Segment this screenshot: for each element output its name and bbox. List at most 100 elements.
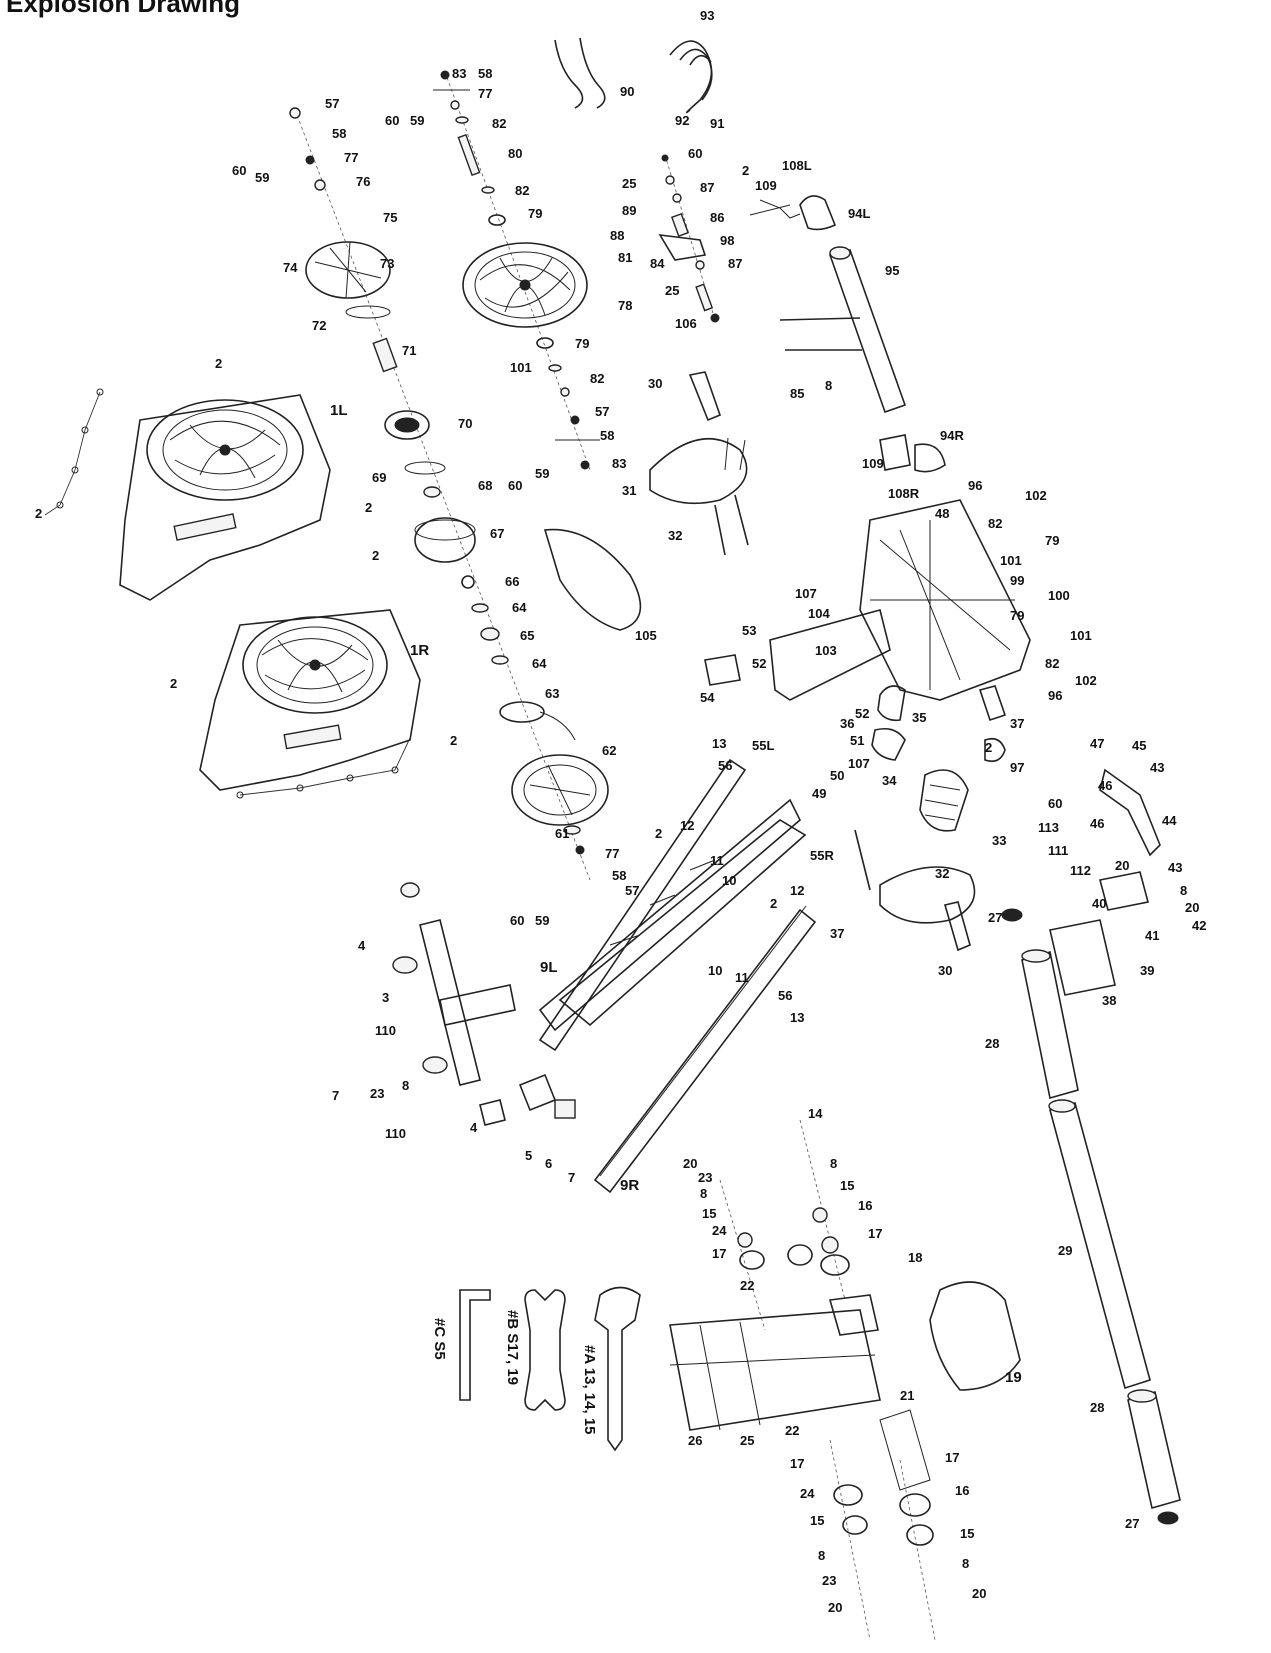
label-15: 15 [810, 1513, 824, 1528]
label-92: 92 [675, 113, 689, 128]
handle-post-95 [759, 195, 907, 414]
label-16: 16 [858, 1198, 872, 1213]
label-3: 3 [382, 990, 389, 1005]
label-78: 78 [618, 298, 632, 313]
label-43: 43 [1150, 760, 1164, 775]
label-70: 70 [458, 416, 472, 431]
label-37: 37 [830, 926, 844, 941]
label-68: 68 [478, 478, 492, 493]
label-4: 4 [358, 938, 366, 953]
label-77: 77 [605, 846, 619, 861]
label-79: 79 [528, 206, 542, 221]
front-stabilizer [392, 882, 576, 1126]
label-101: 101 [510, 360, 532, 375]
label-79: 79 [1045, 533, 1059, 548]
label-59: 59 [410, 113, 424, 128]
label-24: 24 [800, 1486, 815, 1501]
label-89: 89 [622, 203, 636, 218]
label-64: 64 [512, 600, 527, 615]
label-42: 42 [1192, 918, 1206, 933]
label-75: 75 [383, 210, 397, 225]
label-8: 8 [700, 1186, 707, 1201]
label-81: 81 [618, 250, 632, 265]
label-99: 99 [1010, 573, 1024, 588]
main-frame [538, 499, 1031, 1032]
label-32: 32 [935, 866, 949, 881]
label-102: 102 [1075, 673, 1097, 688]
label-8: 8 [830, 1156, 837, 1171]
label-50: 50 [830, 768, 844, 783]
label-57: 57 [625, 883, 639, 898]
label-59: 59 [535, 913, 549, 928]
label-31: 31 [622, 483, 636, 498]
label-9R: 9R [620, 1177, 639, 1194]
label-23: 23 [822, 1573, 836, 1588]
label-21: 21 [900, 1388, 914, 1403]
label-6: 6 [545, 1156, 552, 1171]
label-29: 29 [1058, 1243, 1072, 1258]
label-34: 34 [882, 773, 897, 788]
label-80: 80 [508, 146, 522, 161]
label-49: 49 [812, 786, 826, 801]
drawing-caption: Explosion Drawing [6, 0, 241, 18]
label-17: 17 [868, 1226, 882, 1241]
label-109: 109 [755, 178, 777, 193]
label-2: 2 [770, 896, 777, 911]
label-83: 83 [612, 456, 626, 471]
label-110: 110 [385, 1126, 406, 1141]
label-77: 77 [478, 86, 492, 101]
label-67: 67 [490, 526, 504, 541]
label-28: 28 [985, 1036, 999, 1051]
label-20: 20 [828, 1600, 842, 1615]
label-60: 60 [1048, 796, 1062, 811]
label-60: 60 [385, 113, 399, 128]
label-46: 46 [1098, 778, 1112, 793]
label-1L: 1L [330, 402, 348, 419]
label-20: 20 [1115, 858, 1129, 873]
label-12: 12 [790, 883, 804, 898]
label-11: 11 [735, 970, 749, 985]
label-83: 83 [452, 66, 466, 81]
label-60: 60 [232, 163, 246, 178]
label-9L: 9L [540, 959, 558, 976]
label-41: 41 [1145, 928, 1159, 943]
label-46: 46 [1090, 816, 1104, 831]
label-20: 20 [1185, 900, 1199, 915]
label-96: 96 [1048, 688, 1062, 703]
label-69: 69 [372, 470, 386, 485]
label-76: 76 [356, 174, 370, 189]
label-82: 82 [1045, 656, 1059, 671]
label-58: 58 [612, 868, 626, 883]
label-90: 90 [620, 84, 634, 99]
brake-bracket-assembly [658, 154, 720, 323]
label-72: 72 [312, 318, 326, 333]
label-82: 82 [988, 516, 1002, 531]
label-98: 98 [720, 233, 734, 248]
seat-wheel-stacks [719, 1119, 936, 1641]
label-57: 57 [325, 96, 339, 111]
label-74: 74 [283, 260, 298, 275]
label-94R: 94R [940, 428, 964, 443]
label-62: 62 [602, 743, 616, 758]
label-2: 2 [742, 163, 749, 178]
label-71: 71 [402, 343, 416, 358]
label-105: 105 [635, 628, 657, 643]
label-77: 77 [344, 150, 358, 165]
label-43: 43 [1168, 860, 1182, 875]
label-40: 40 [1092, 896, 1106, 911]
label-8: 8 [402, 1078, 409, 1093]
label-55R: 55R [810, 848, 834, 863]
label-2: 2 [35, 506, 42, 521]
label-17: 17 [790, 1456, 804, 1471]
label-82: 82 [515, 183, 529, 198]
label-24: 24 [712, 1223, 727, 1238]
label-20: 20 [683, 1156, 697, 1171]
label-13: 13 [790, 1010, 804, 1025]
label-48: 48 [935, 506, 949, 521]
label-87: 87 [728, 256, 742, 271]
label-57: 57 [595, 404, 609, 419]
label-30: 30 [938, 963, 952, 978]
label-38: 38 [1102, 993, 1116, 1008]
cables-90-93 [554, 37, 713, 114]
label-25: 25 [622, 176, 636, 191]
